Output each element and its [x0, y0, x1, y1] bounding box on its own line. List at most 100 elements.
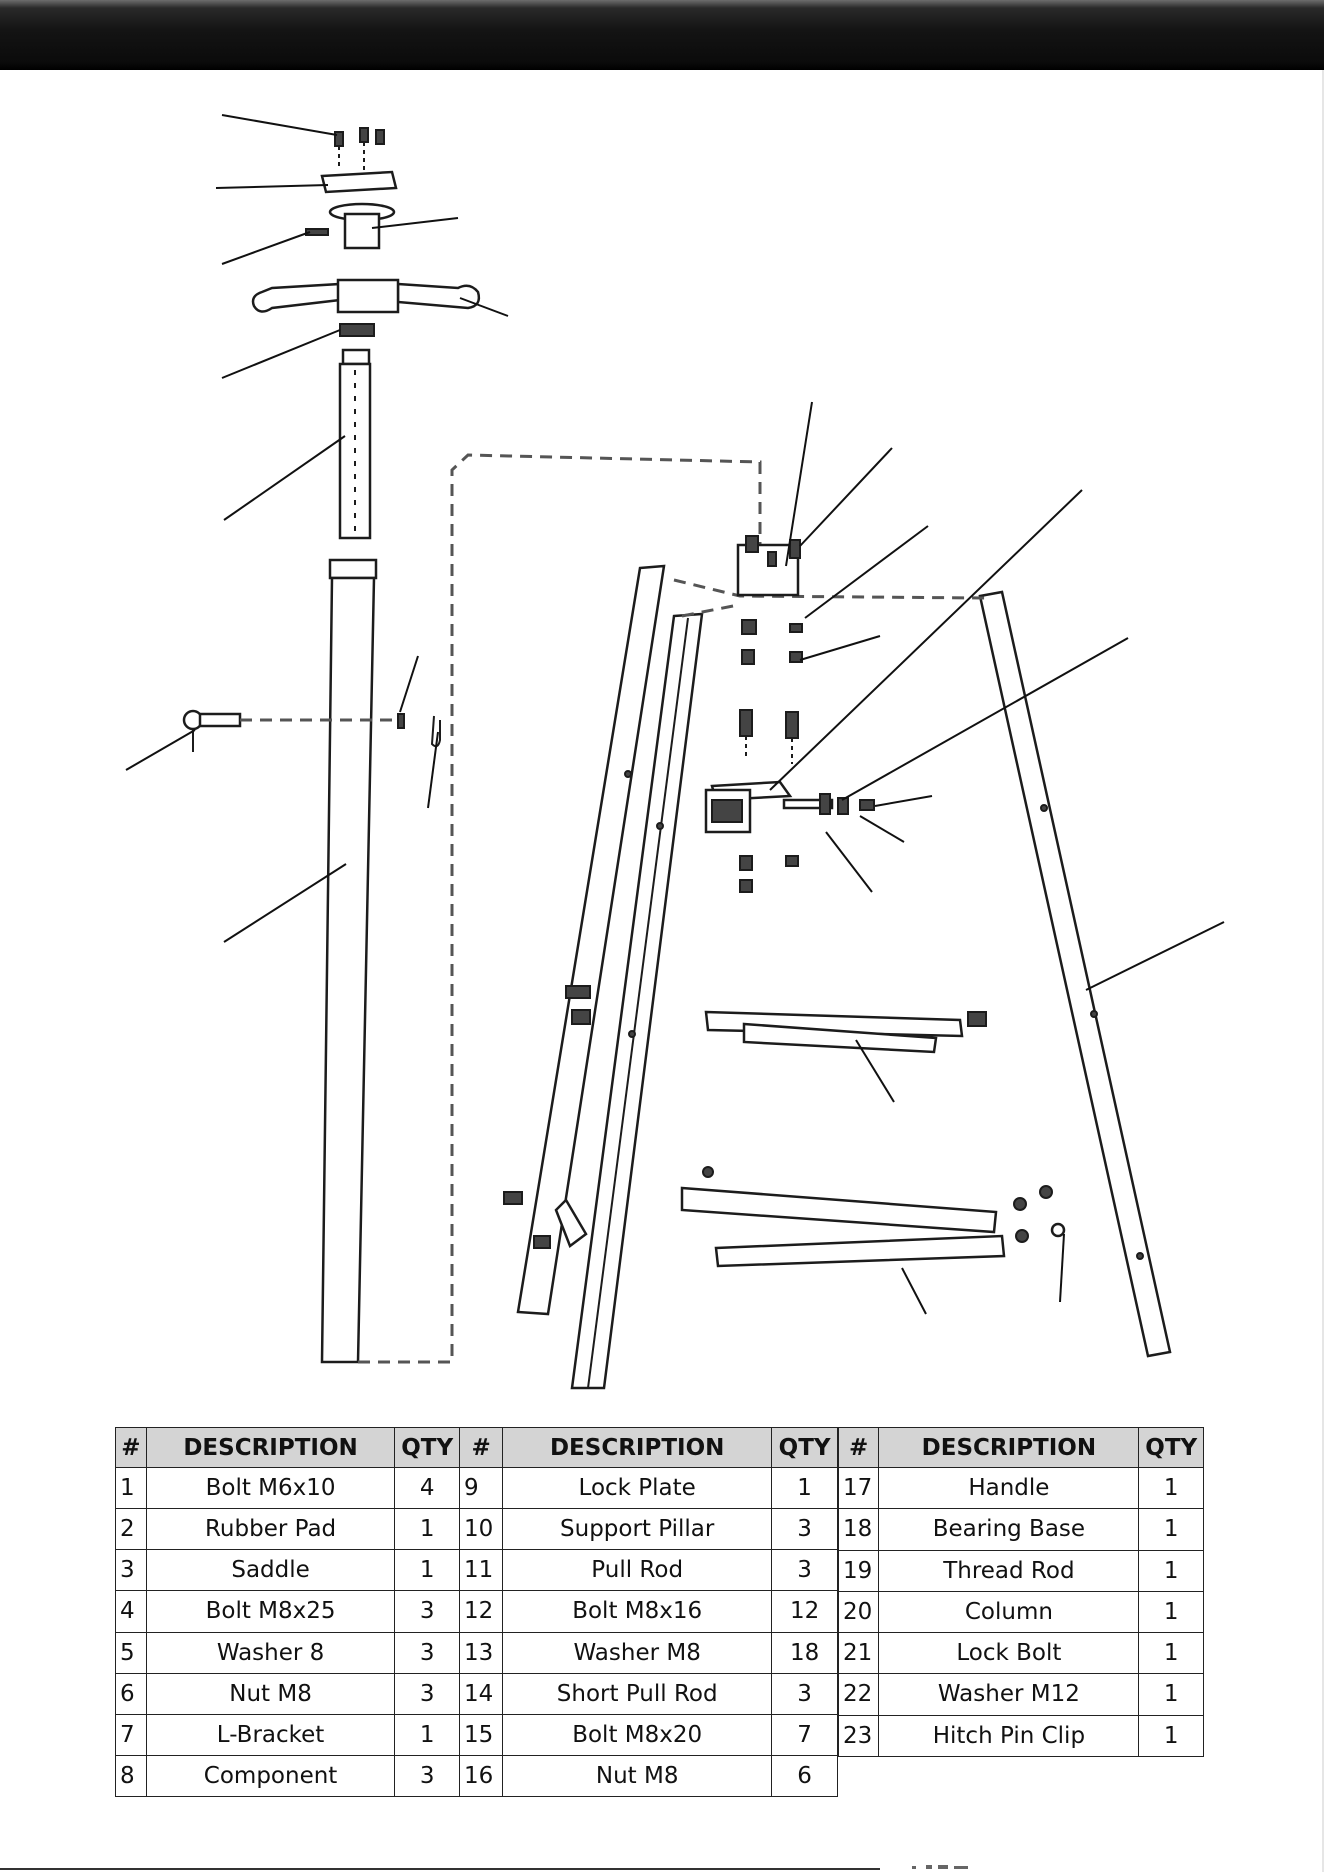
- part-qty: 1: [394, 1549, 461, 1592]
- part-number: 11: [459, 1549, 504, 1592]
- part-description: Washer M12: [878, 1673, 1140, 1716]
- exploded-assembly-diagram: [125, 114, 1225, 1390]
- col-qty: QTY: [1138, 1427, 1204, 1468]
- part-number: 13: [459, 1631, 504, 1674]
- part-qty: 3: [771, 1549, 838, 1592]
- part-description: Column: [878, 1590, 1140, 1634]
- support-pillar-left: [516, 564, 666, 1316]
- table-row: 19 Thread Rod 1: [837, 1549, 1204, 1592]
- part-qty: 3: [394, 1631, 461, 1674]
- part-description: Bearing Base: [878, 1508, 1140, 1551]
- table-row: 17 Handle 1: [837, 1466, 1204, 1510]
- part-number: 1: [115, 1466, 147, 1510]
- table-row: 18 Bearing Base 1: [837, 1508, 1204, 1551]
- col-num: #: [115, 1427, 147, 1468]
- part-number: 8: [115, 1754, 147, 1798]
- part-description: Nut M8: [502, 1754, 773, 1798]
- table-row: 23 Hitch Pin Clip 1: [837, 1714, 1204, 1757]
- part-description: Washer M8: [502, 1631, 773, 1674]
- table-row: 1 Bolt M6x10 4 9 Lock Plate 1: [115, 1466, 838, 1510]
- part-description: Thread Rod: [878, 1549, 1140, 1592]
- lock-bolt: [182, 709, 242, 752]
- part-qty: 1: [771, 1466, 838, 1510]
- part-description: Lock Bolt: [878, 1631, 1140, 1675]
- empty-cell: [839, 1756, 879, 1797]
- table-row: 6 Nut M8 3 14 Short Pull Rod 3: [115, 1672, 838, 1715]
- part-description: Rubber Pad: [145, 1508, 396, 1551]
- top-bolts: [334, 127, 385, 170]
- part-number: 14: [459, 1672, 504, 1715]
- lock-plate-assembly: [704, 709, 875, 893]
- part-description: Support Pillar: [502, 1508, 773, 1551]
- part-description: Pull Rod: [502, 1549, 773, 1592]
- part-number: 9: [459, 1466, 504, 1510]
- table-row: 21 Lock Bolt 1: [837, 1631, 1204, 1675]
- part-number: 15: [459, 1713, 504, 1756]
- part-description: Hitch Pin Clip: [878, 1714, 1140, 1757]
- part-number: 22: [837, 1673, 880, 1716]
- handle-bearing-base: [251, 278, 481, 337]
- callout-leaders: [125, 114, 1225, 1315]
- part-number: 21: [837, 1631, 880, 1675]
- col-qty: QTY: [394, 1427, 461, 1468]
- part-description: Handle: [878, 1466, 1140, 1510]
- part-qty: 3: [771, 1508, 838, 1551]
- short-pull-rod: [704, 1010, 987, 1054]
- table-header-row: # DESCRIPTION QTY: [837, 1427, 1204, 1468]
- table-row: 20 Column 1: [837, 1590, 1204, 1634]
- parts-table-right: # DESCRIPTION QTY 17 Handle 1 18 Bearing…: [837, 1427, 1204, 1797]
- table-row: 4 Bolt M8x25 3 12 Bolt M8x16 12: [115, 1590, 838, 1633]
- part-description: Bolt M8x20: [502, 1713, 773, 1756]
- saddle: [305, 202, 396, 250]
- part-qty: 1: [394, 1508, 461, 1551]
- part-number: 23: [837, 1714, 880, 1757]
- table-header-row: # DESCRIPTION QTY # DESCRIPTION QTY: [115, 1427, 838, 1468]
- col-description: DESCRIPTION: [878, 1427, 1140, 1468]
- table-row: 7 L-Bracket 1 15 Bolt M8x20 7: [115, 1713, 838, 1756]
- parts-table-left: # DESCRIPTION QTY # DESCRIPTION QTY 1 Bo…: [115, 1427, 838, 1798]
- part-qty: 3: [394, 1590, 461, 1633]
- part-qty: 18: [771, 1631, 838, 1674]
- part-description: Bolt M6x10: [145, 1466, 396, 1510]
- part-description: Component: [145, 1754, 396, 1798]
- table-row: 2 Rubber Pad 1 10 Support Pillar 3: [115, 1508, 838, 1551]
- part-number: 5: [115, 1631, 147, 1674]
- part-number: 12: [459, 1590, 504, 1633]
- col-num: #: [459, 1427, 504, 1468]
- part-number: 16: [459, 1754, 504, 1798]
- col-num: #: [837, 1427, 880, 1468]
- part-description: Lock Plate: [502, 1466, 773, 1510]
- part-number: 4: [115, 1590, 147, 1633]
- part-qty: 3: [771, 1672, 838, 1715]
- part-number: 19: [837, 1549, 880, 1592]
- part-number: 2: [115, 1508, 147, 1551]
- part-description: Nut M8: [145, 1672, 396, 1715]
- rubber-pad: [320, 170, 398, 194]
- table-row: 22 Washer M12 1: [837, 1673, 1204, 1716]
- part-qty: 6: [771, 1754, 838, 1798]
- page-edge: [1322, 70, 1324, 1872]
- part-qty: 1: [394, 1713, 461, 1756]
- part-number: 18: [837, 1508, 880, 1551]
- part-qty: 1: [1138, 1714, 1204, 1757]
- header-bar: [0, 0, 1324, 70]
- part-qty: 1: [1138, 1590, 1204, 1634]
- support-pillar-right: [978, 590, 1172, 1358]
- pull-rod: [680, 1166, 1066, 1268]
- part-description: Bolt M8x25: [145, 1590, 396, 1633]
- part-description: Bolt M8x16: [502, 1590, 773, 1633]
- part-qty: 1: [1138, 1466, 1204, 1510]
- part-qty: 7: [771, 1713, 838, 1756]
- part-description: Washer 8: [145, 1631, 396, 1674]
- part-number: 7: [115, 1713, 147, 1756]
- col-description: DESCRIPTION: [145, 1427, 396, 1468]
- washer-m12: [397, 713, 405, 729]
- part-qty: 1: [1138, 1549, 1204, 1592]
- part-qty: 1: [1138, 1631, 1204, 1675]
- part-number: 10: [459, 1508, 504, 1551]
- part-description: Saddle: [145, 1549, 396, 1592]
- part-description: Short Pull Rod: [502, 1672, 773, 1715]
- part-qty: 1: [1138, 1508, 1204, 1551]
- part-description: L-Bracket: [145, 1713, 396, 1756]
- col-qty: QTY: [771, 1427, 838, 1468]
